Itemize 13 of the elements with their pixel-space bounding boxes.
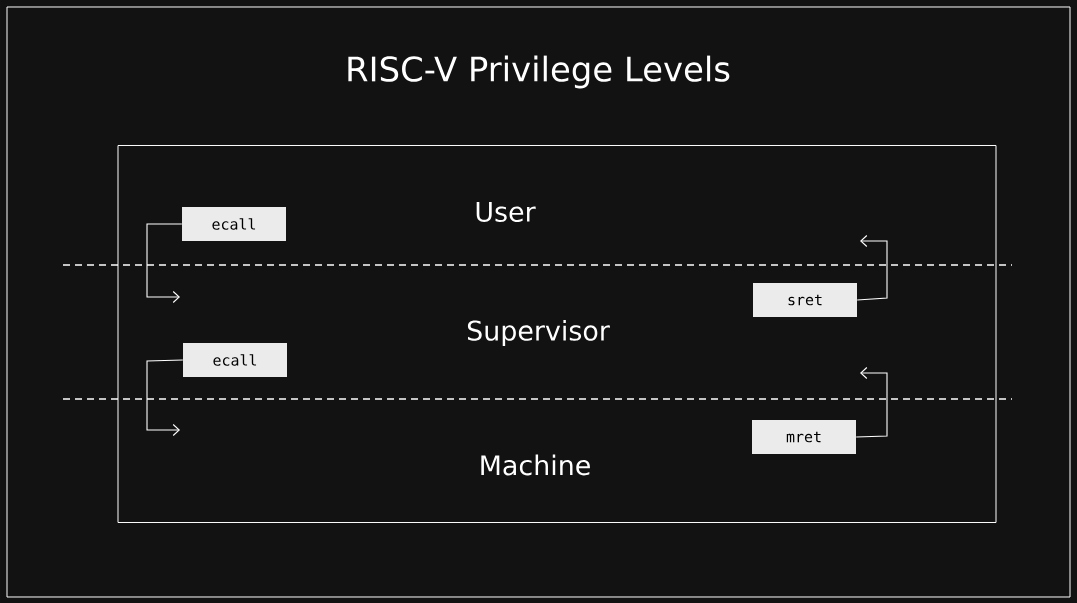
level-label: User: [476, 202, 536, 222]
arrow: [146, 223, 183, 304]
level-label: Supervisor: [467, 320, 610, 346]
privilege-frame: [117, 145, 997, 523]
instruction-box: sret: [753, 283, 857, 317]
arrow: [855, 366, 888, 438]
arrow: [146, 359, 184, 437]
title: RISC-V Privilege Levels: [348, 55, 730, 89]
instruction-box: ecall: [182, 207, 286, 241]
instruction-box: ecall: [183, 343, 287, 377]
instruction-box: mret: [752, 420, 856, 454]
level-label: Machine: [481, 454, 590, 476]
arrow: [856, 234, 888, 301]
